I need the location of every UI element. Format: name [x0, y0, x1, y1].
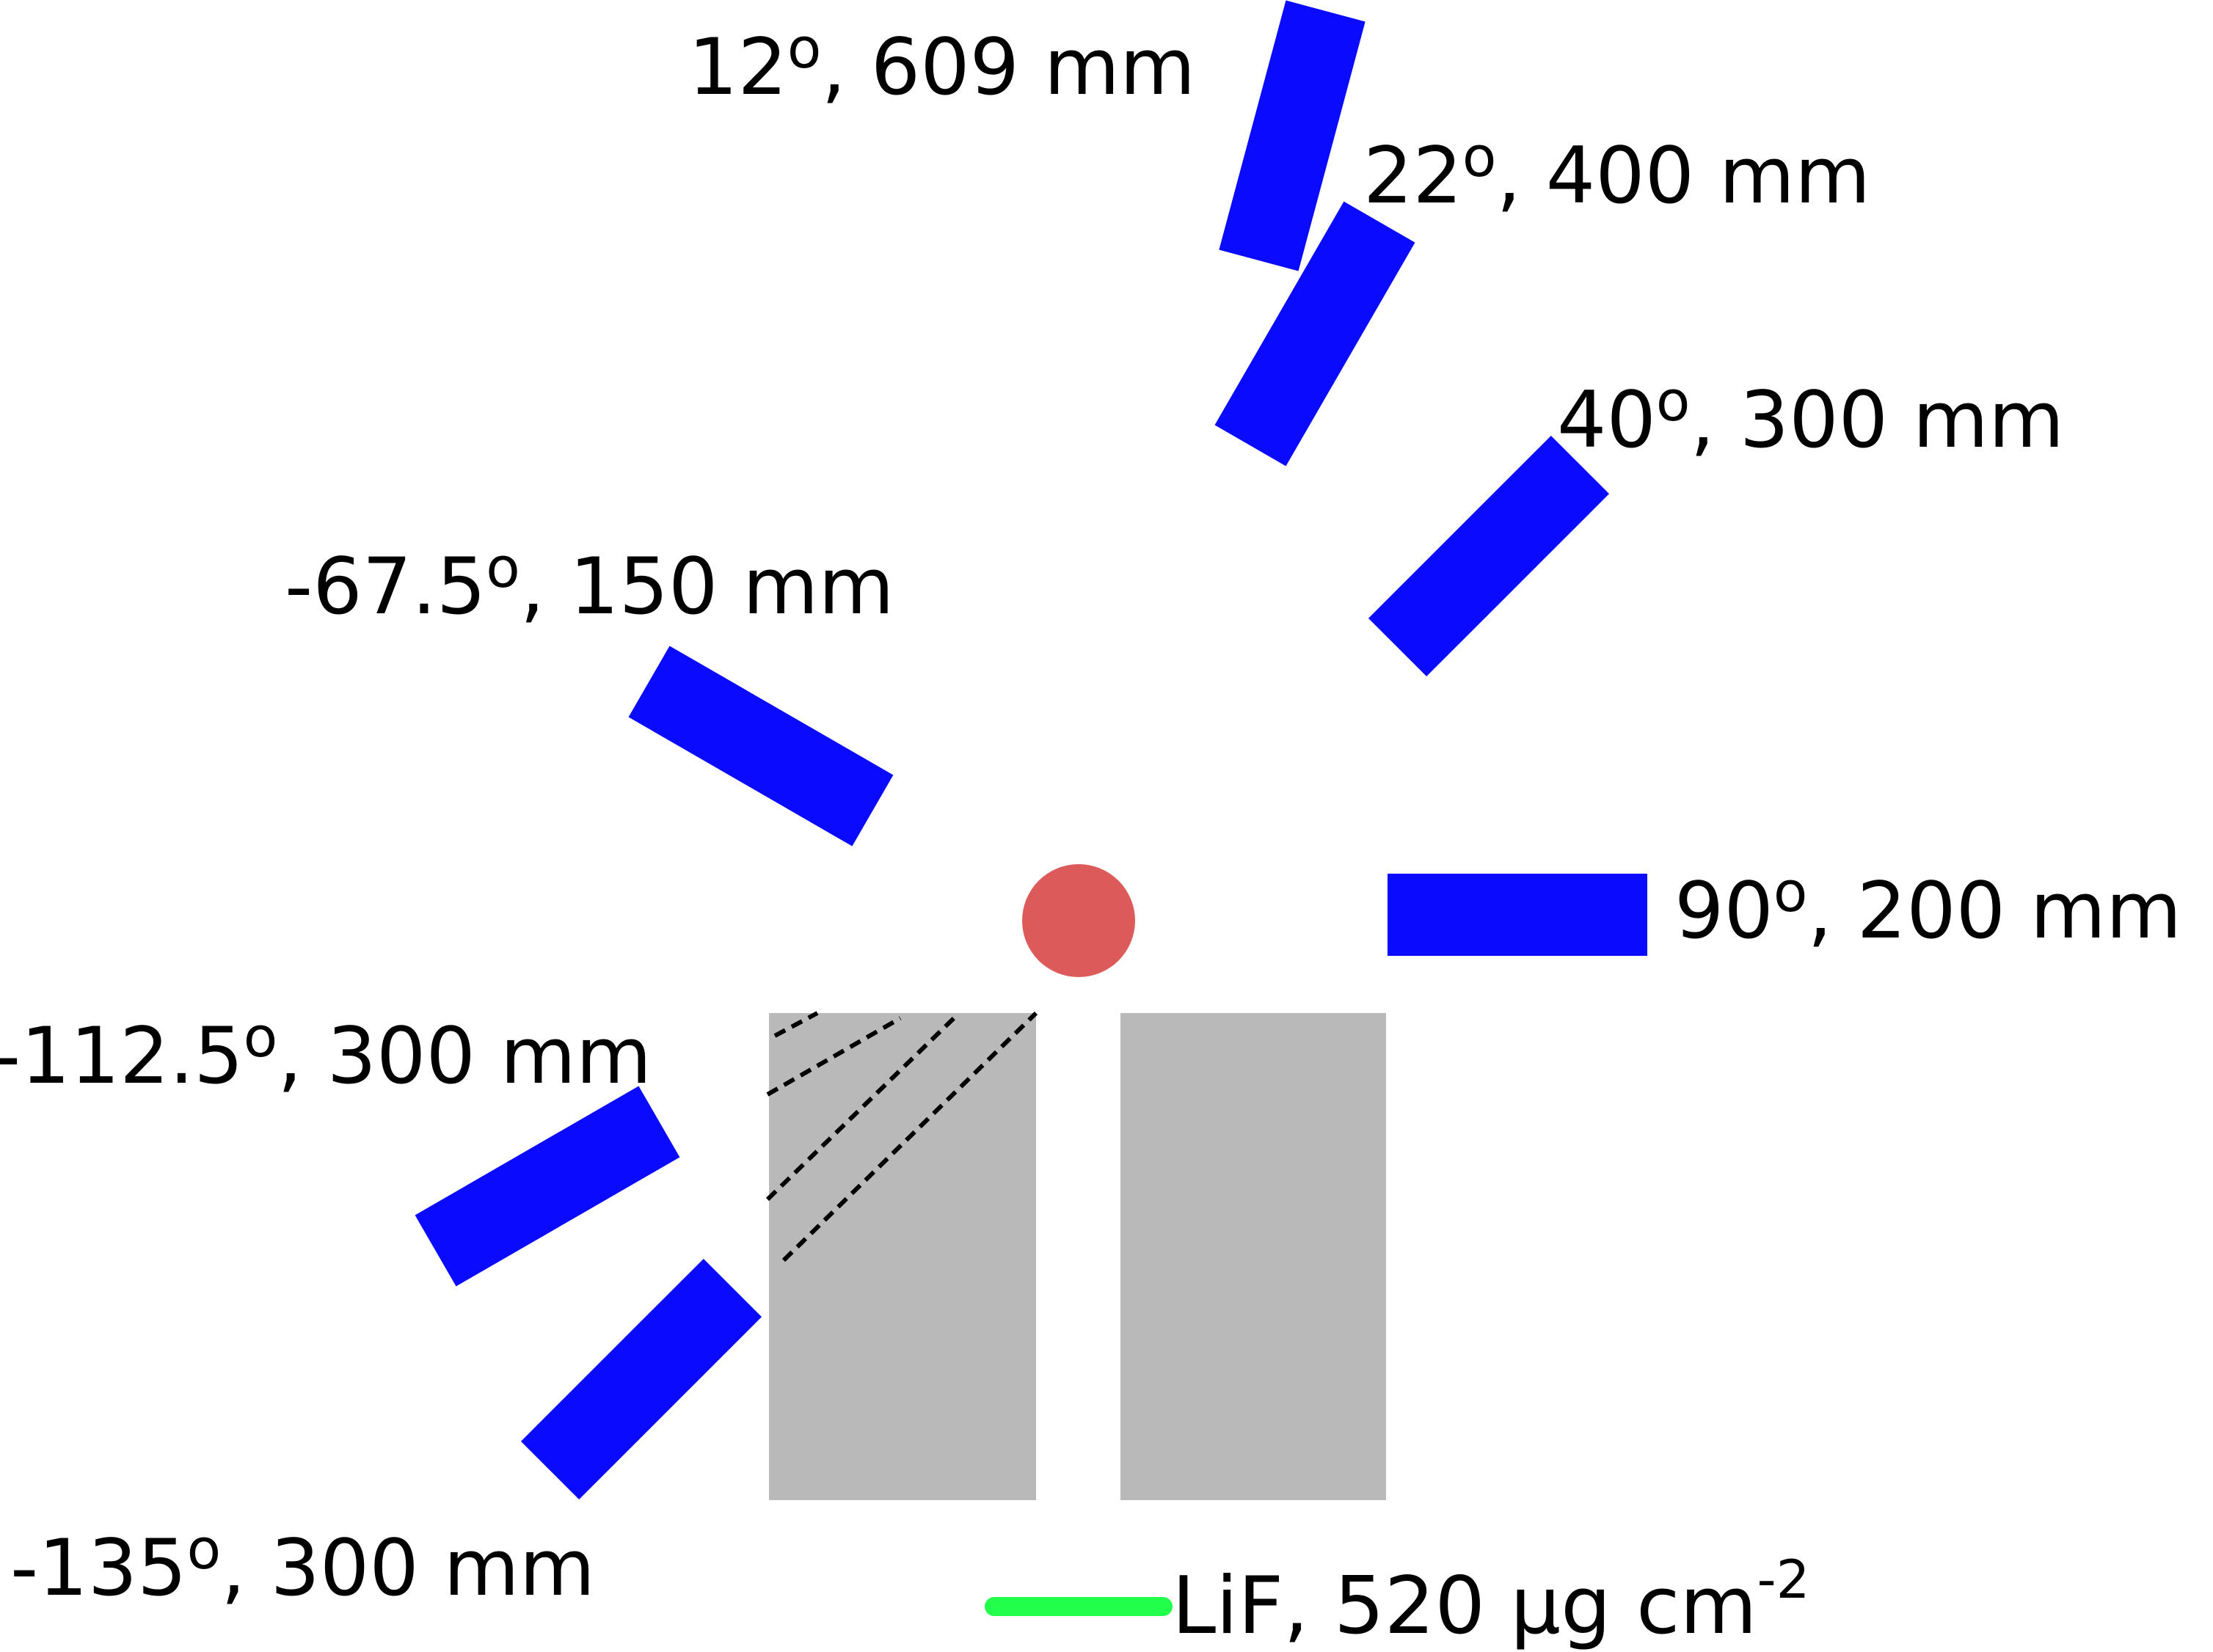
detector-minus-135deg	[520, 1258, 762, 1500]
dashed-line-2	[766, 1016, 902, 1097]
detector-90deg	[1388, 874, 1647, 956]
label-22deg: 22o, 400 mm	[1363, 124, 1870, 221]
label-40deg: 40o, 300 mm	[1557, 368, 2064, 465]
label-90deg: 90o, 200 mm	[1674, 859, 2181, 956]
right-shield-block	[1120, 1013, 1386, 1500]
dashed-trajectory-lines	[765, 1011, 1038, 1262]
detector-22deg	[1214, 201, 1415, 467]
detector-minus-67-5deg	[628, 646, 894, 847]
dashed-line-3	[765, 1016, 956, 1202]
label-target: LiF, 520 µg cm-2	[1172, 1549, 1809, 1652]
label-minus-67-5deg: -67.5o, 150 mm	[285, 535, 894, 632]
dashed-line-1	[773, 1011, 819, 1038]
detector-12deg	[1219, 0, 1366, 271]
detector-40deg	[1368, 435, 1610, 677]
left-shield-block	[769, 1013, 1036, 1500]
label-minus-112-5deg: -112.5o, 300 mm	[0, 1004, 652, 1101]
label-12deg: 12o, 609 mm	[688, 15, 1195, 112]
target-spot	[1022, 864, 1135, 977]
detector-minus-112-5deg	[415, 1086, 680, 1287]
label-minus-135deg: -135o, 300 mm	[10, 1516, 595, 1613]
dashed-line-4	[781, 1011, 1038, 1262]
